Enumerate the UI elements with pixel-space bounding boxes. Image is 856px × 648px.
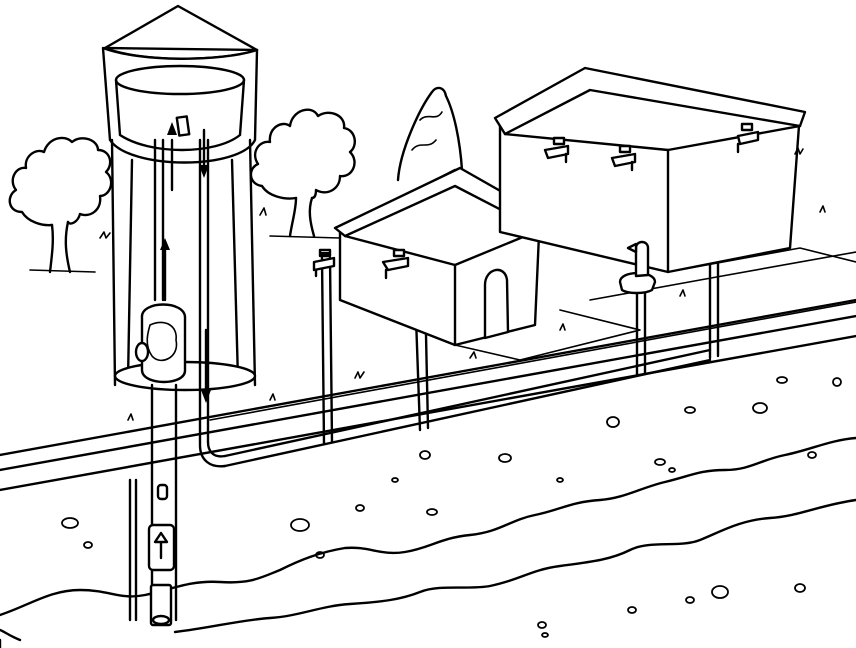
tree-left xyxy=(10,138,111,272)
tree-right xyxy=(398,88,462,180)
tree-middle xyxy=(251,110,355,238)
large-house xyxy=(495,68,856,300)
